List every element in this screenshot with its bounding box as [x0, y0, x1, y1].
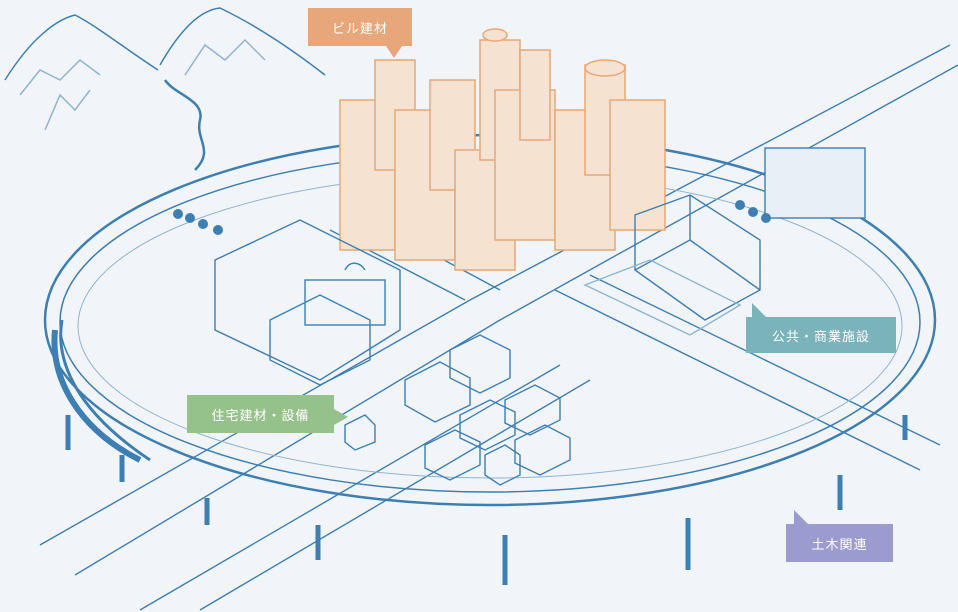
civil-engineering-label-text: 土木関連 — [811, 537, 868, 553]
building-materials-label-pointer — [386, 46, 402, 58]
houses — [344, 334, 571, 486]
civil-engineering-label-pointer — [794, 510, 808, 524]
commercial-facility — [583, 147, 866, 336]
high-rise-buildings — [339, 28, 666, 271]
public-commercial-label-pointer — [752, 303, 766, 317]
housing-materials-label-text: 住宅建材・設備 — [211, 408, 310, 424]
public-commercial-label[interactable]: 公共・商業施設 — [746, 303, 896, 353]
civil-engineering-label[interactable]: 土木関連 — [786, 510, 893, 562]
factory — [214, 219, 401, 386]
building-materials-label[interactable]: ビル建材 — [308, 8, 412, 58]
trees — [173, 200, 771, 235]
public-commercial-label-text: 公共・商業施設 — [771, 329, 870, 345]
train — [59, 319, 151, 462]
mountains — [4, 7, 326, 171]
housing-materials-label[interactable]: 住宅建材・設備 — [187, 395, 348, 433]
building-materials-label-text: ビル建材 — [331, 21, 388, 37]
housing-materials-label-pointer — [334, 409, 348, 425]
